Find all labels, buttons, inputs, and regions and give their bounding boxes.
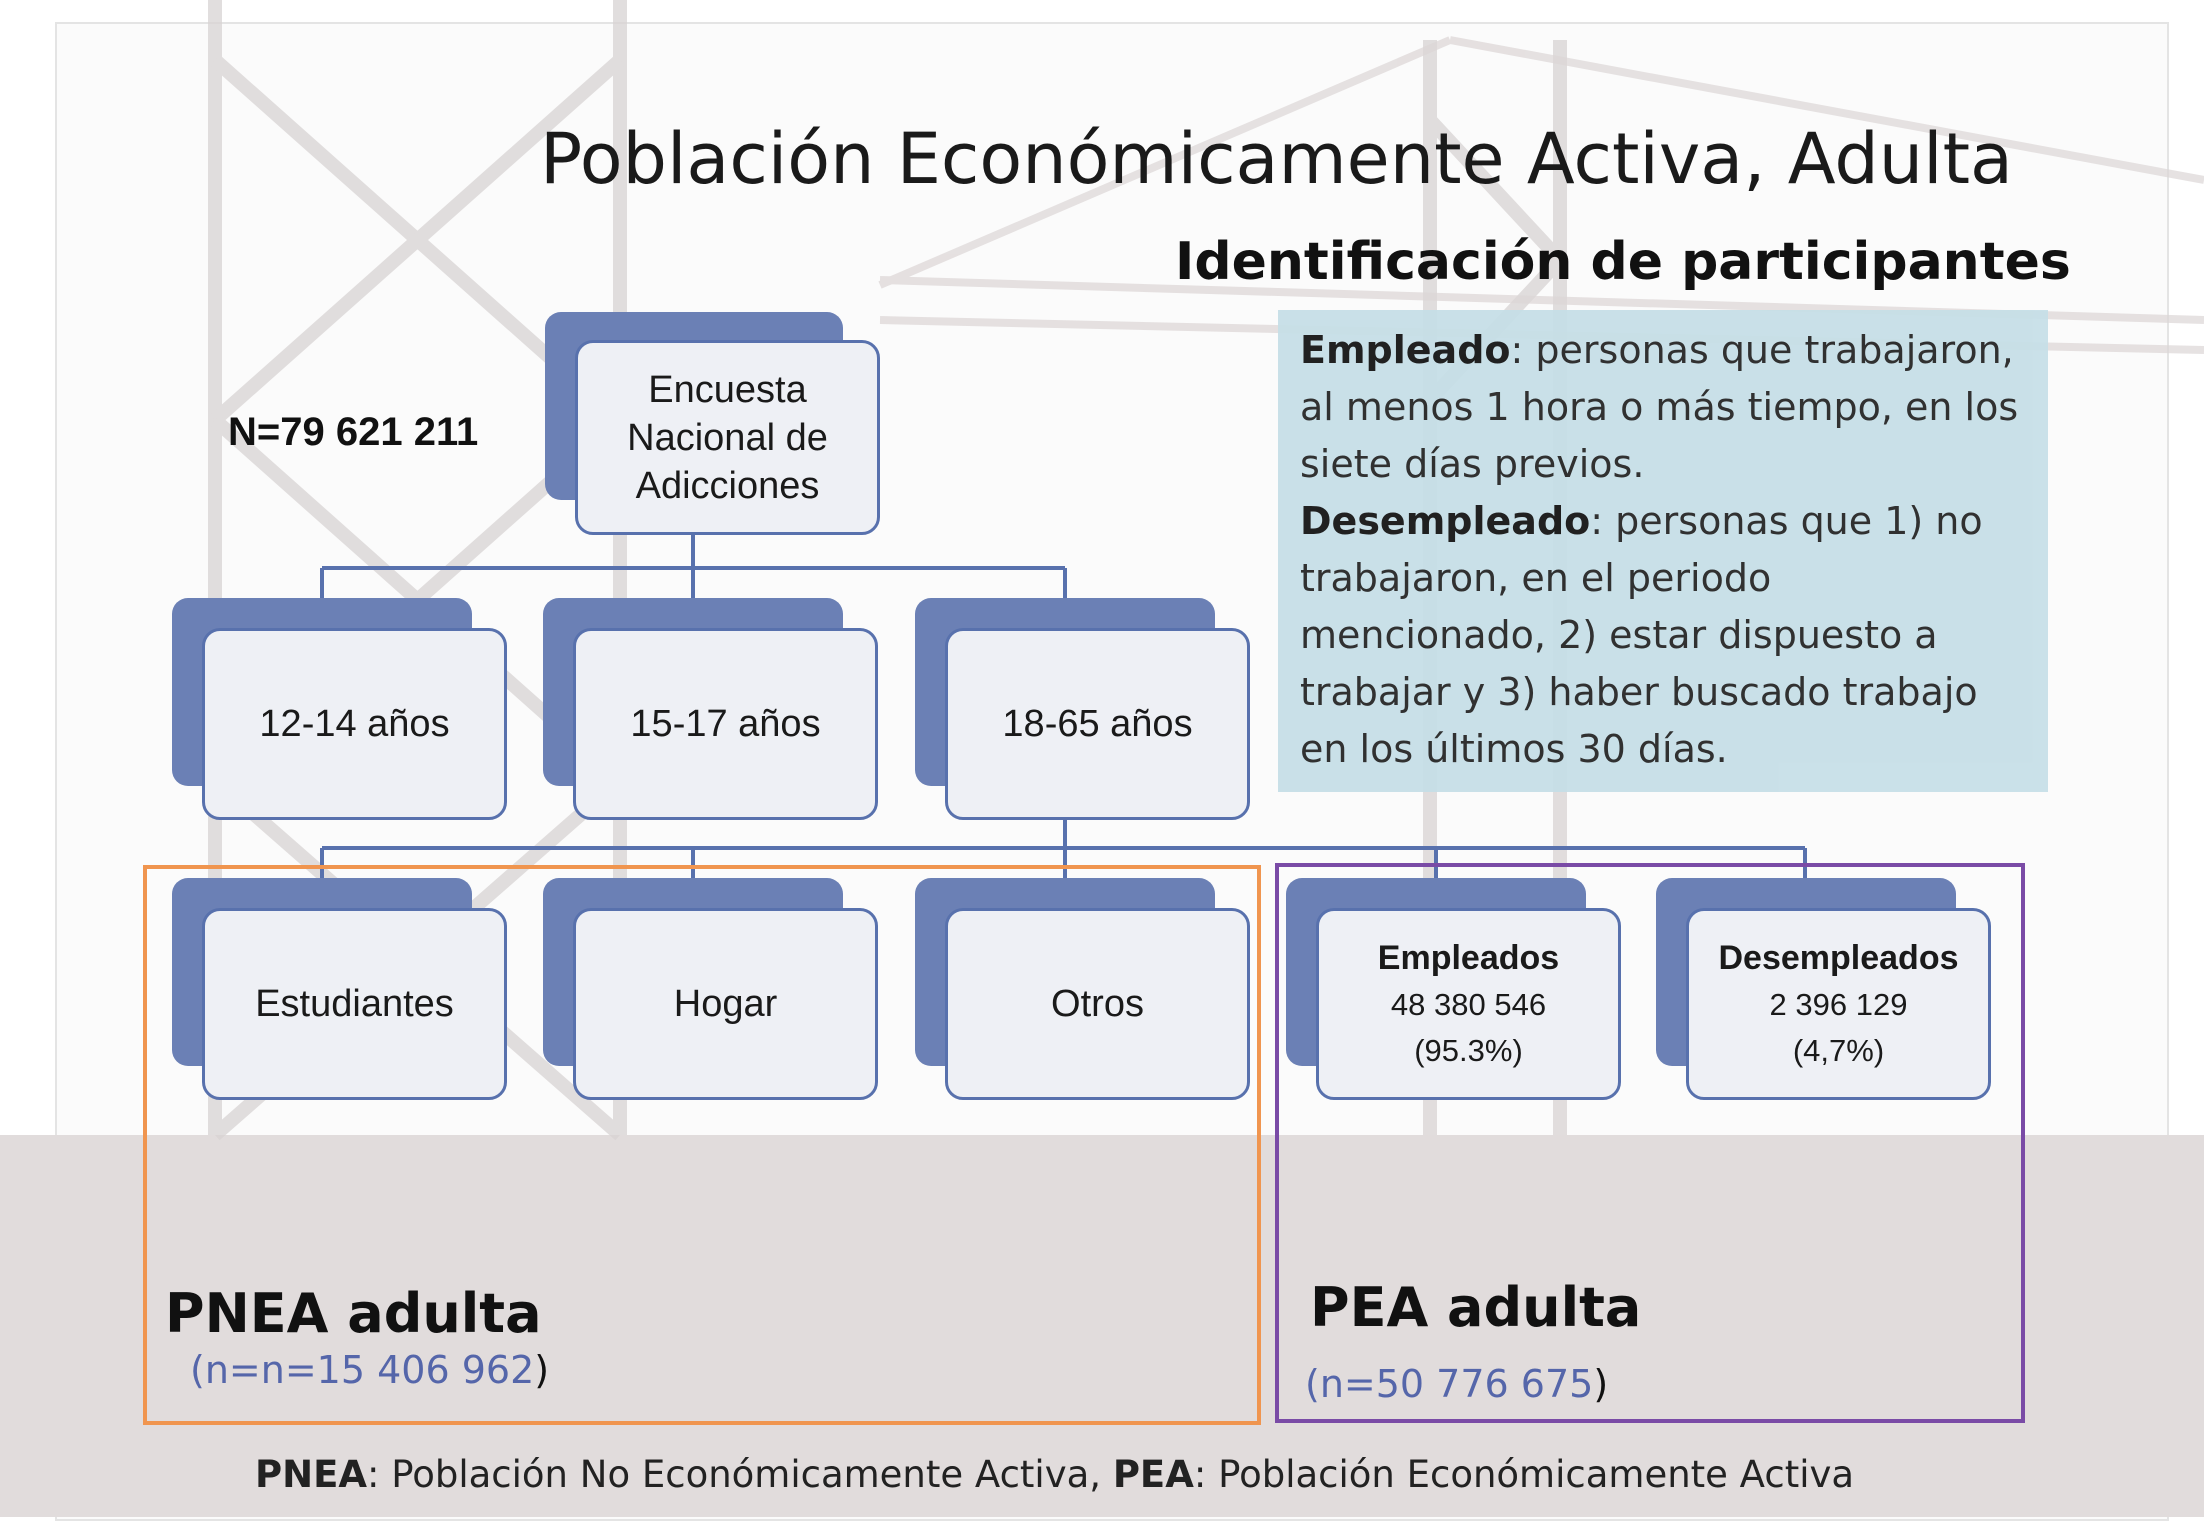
pea-label: PEA adulta <box>1310 1276 1642 1339</box>
age-node-label: 12-14 años <box>259 703 450 745</box>
pnea-n-open: ( <box>190 1348 205 1392</box>
footer-legend: PNEA: Población No Económicamente Activa… <box>255 1453 1854 1496</box>
definition-unemployed: Desempleado: personas que 1) no trabajar… <box>1300 493 2026 778</box>
node-label: Estudiantes <box>255 983 454 1025</box>
total-n-label: N=79 621 211 <box>228 410 479 454</box>
pea-bracket <box>1275 863 2025 1423</box>
node-label: Hogar <box>673 983 778 1025</box>
definition-employed: Empleado: personas que trabajaron, al me… <box>1300 322 2026 493</box>
definitions-box: Empleado: personas que trabajaron, al me… <box>1278 310 2048 792</box>
age-node-label: 18-65 años <box>1002 703 1193 745</box>
node-count: 48 380 546 <box>1390 987 1547 1022</box>
pnea-bracket <box>143 865 1261 1425</box>
bottom-band <box>0 1135 2204 1517</box>
node-count: 2 396 129 <box>1769 987 1908 1022</box>
pea-n-value: n=50 776 675 <box>1319 1362 1594 1406</box>
page-title: Población Económicamente Activa, Adulta <box>540 118 2013 200</box>
footer-pnea-def: : Población No Económicamente Activa, <box>367 1453 1113 1496</box>
node-label: Desempleados <box>1718 939 1959 977</box>
pnea-n-close: ) <box>534 1348 550 1392</box>
definition-unemployed-text: : personas que 1) no trabajaron, en el p… <box>1300 499 1983 771</box>
definition-employed-text: : personas que trabajaron, al menos 1 ho… <box>1300 328 2019 486</box>
node-label: Empleados <box>1377 939 1560 977</box>
node-percent: (95.3%) <box>1414 1033 1523 1068</box>
pnea-label: PNEA adulta <box>165 1282 542 1345</box>
root-node-line2: Nacional de <box>627 416 828 459</box>
root-node-line1: Encuesta <box>648 368 807 411</box>
node-label: Otros <box>1051 983 1144 1025</box>
pnea-n-value: n=n=15 406 962 <box>204 1348 535 1392</box>
root-node-line3: Adicciones <box>635 464 820 507</box>
pea-n-open: ( <box>1305 1362 1320 1406</box>
footer-pnea-abbr: PNEA <box>255 1453 367 1496</box>
pnea-n: (n=n=15 406 962) <box>190 1348 549 1392</box>
pea-n: (n=50 776 675) <box>1305 1362 1608 1406</box>
age-node-label: 15-17 años <box>630 703 821 745</box>
footer-pea-abbr: PEA <box>1112 1453 1194 1496</box>
definition-unemployed-term: Desempleado <box>1300 499 1591 543</box>
page-subtitle: Identificación de participantes <box>1175 232 2071 292</box>
pea-n-close: ) <box>1593 1362 1609 1406</box>
footer-pea-def: : Población Económicamente Activa <box>1193 1453 1855 1496</box>
node-percent: (4,7%) <box>1792 1033 1885 1068</box>
definition-employed-term: Empleado <box>1300 328 1511 372</box>
